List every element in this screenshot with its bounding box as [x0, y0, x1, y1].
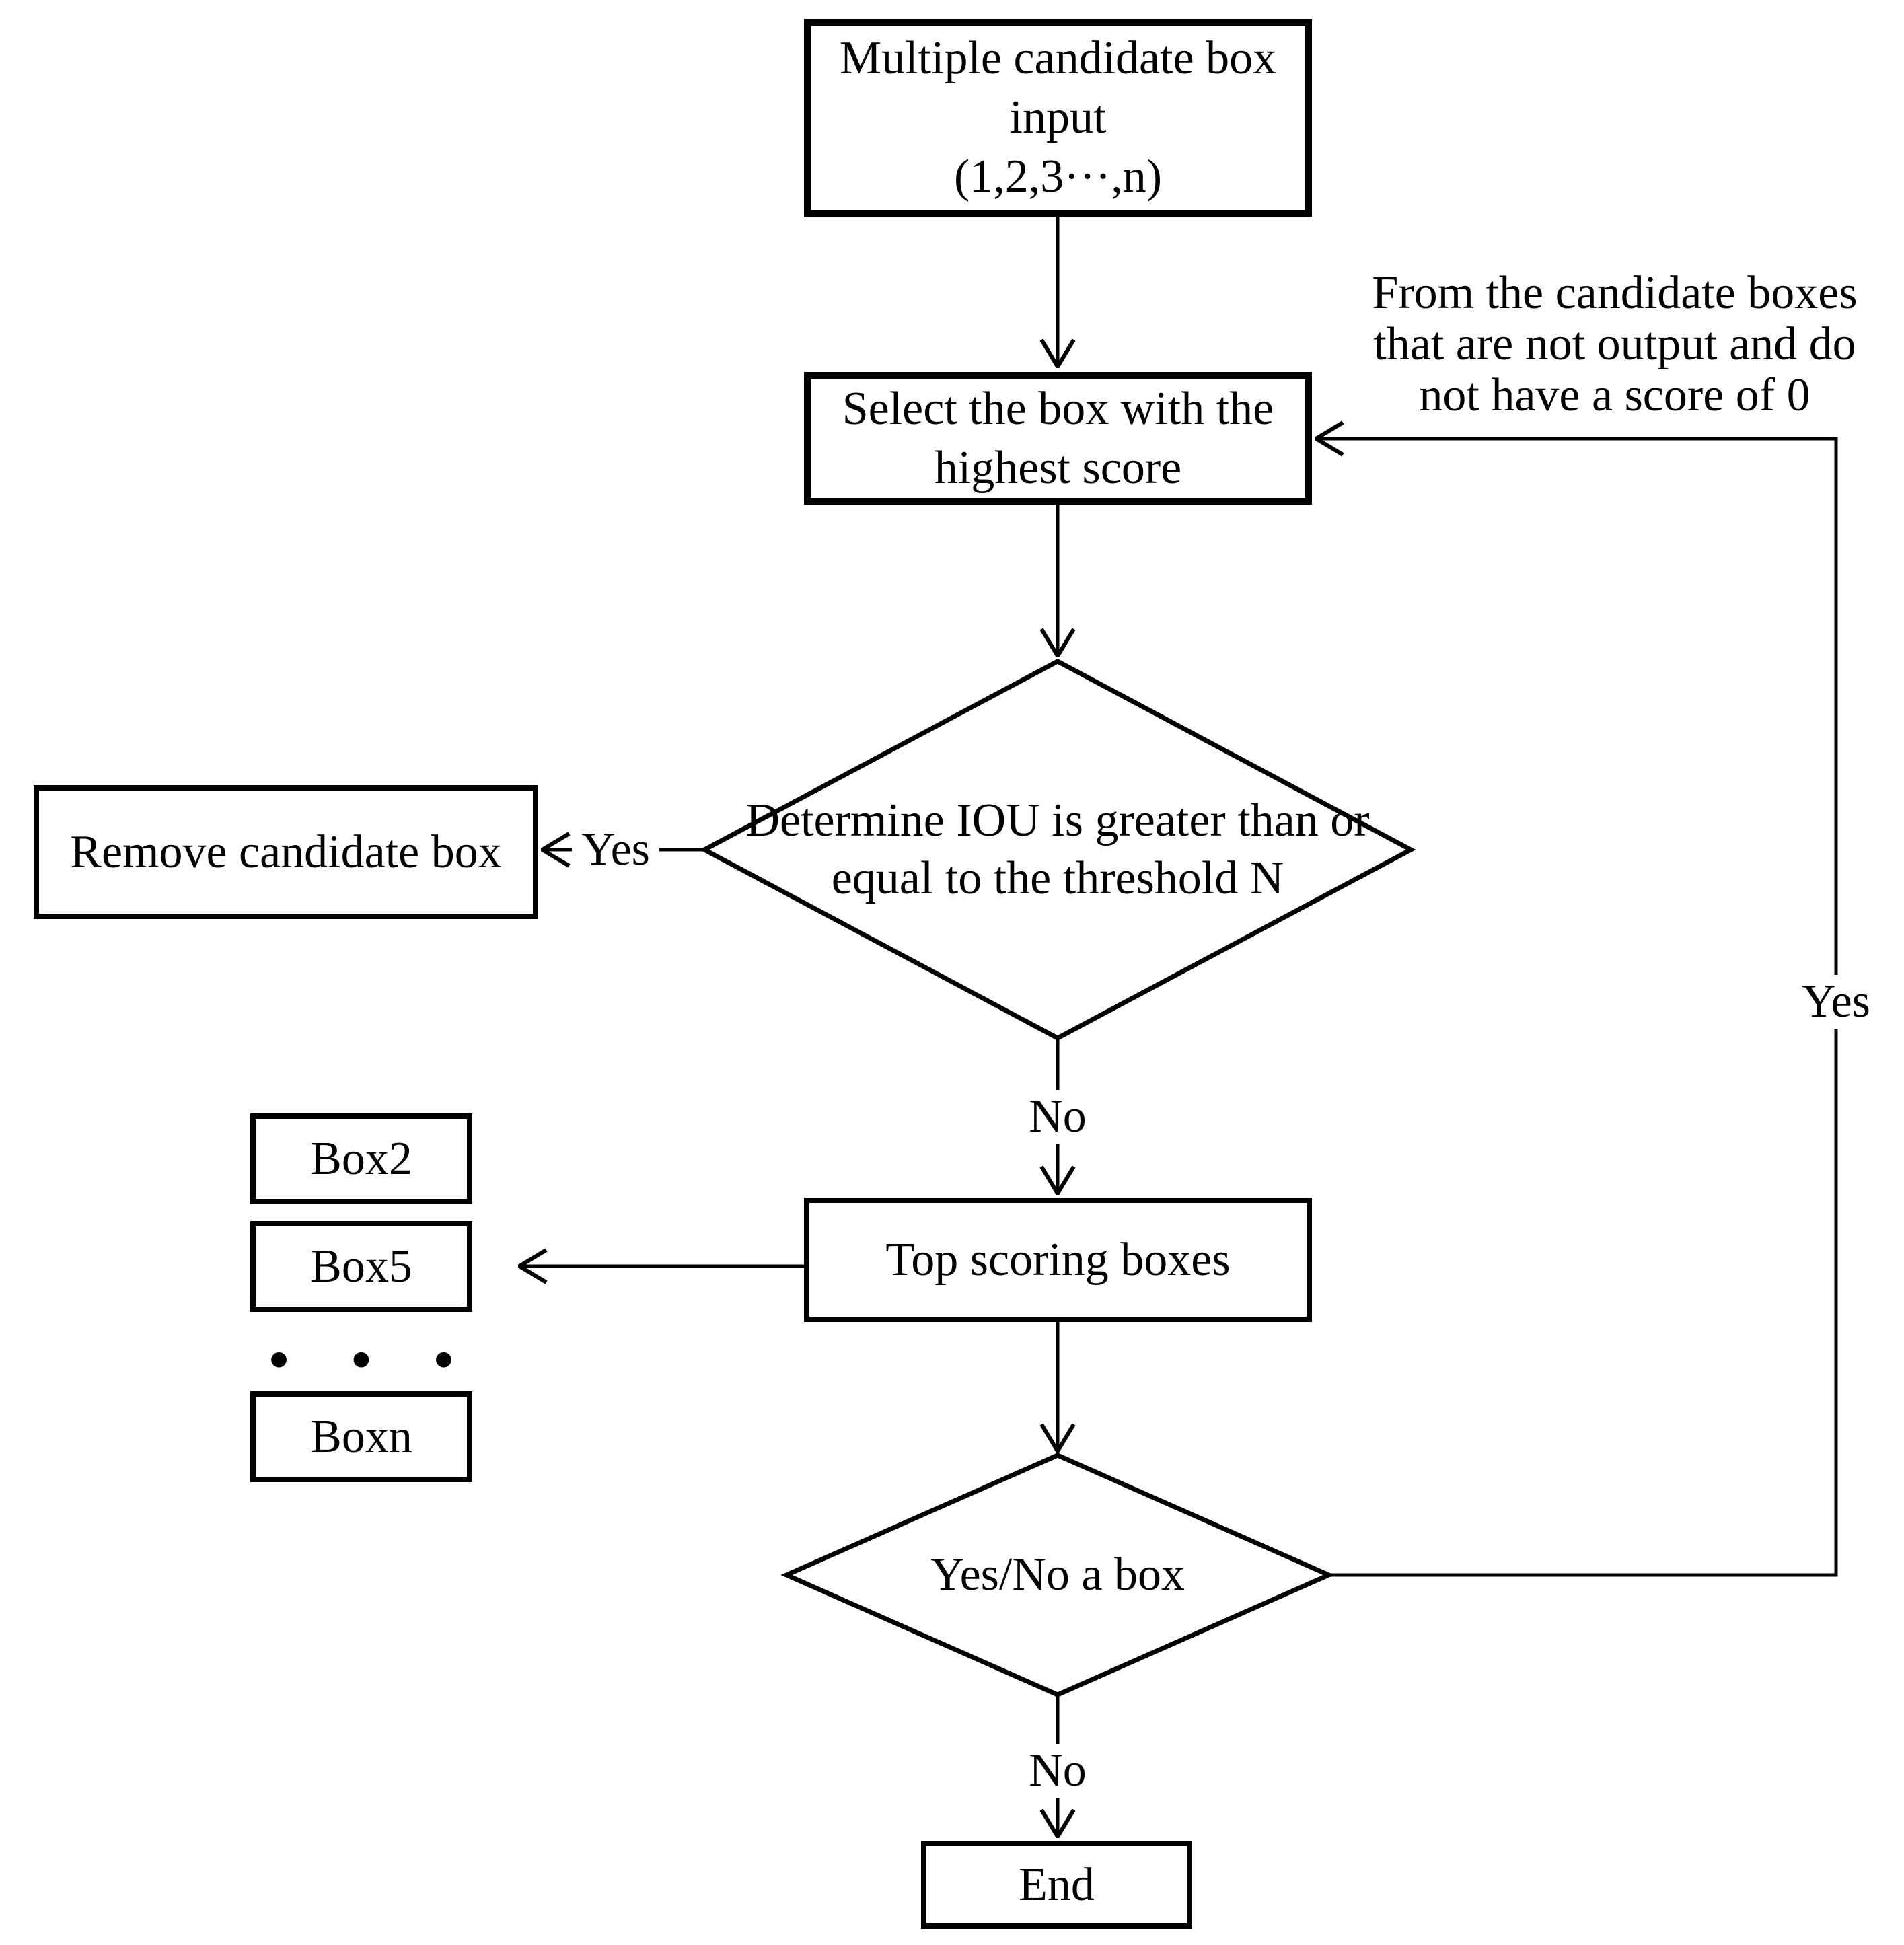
node-multiple-candidate-input-line3: (1,2,3···,n): [953, 151, 1163, 203]
loop-annotation: From the candidate boxes that are not ou…: [1372, 268, 1857, 421]
edge-label-no-end: No: [1019, 1744, 1096, 1798]
node-top-scoring-boxes-label: Top scoring boxes: [885, 1233, 1231, 1286]
arrow-yesno-yes-loop-to-select: [1316, 439, 1838, 1577]
diamond-yes-no-box-text: Yes/No a box: [930, 1549, 1185, 1601]
loop-annotation-line2: that are not output and do: [1373, 318, 1856, 370]
node-box2-label: Box2: [310, 1132, 412, 1185]
edge-label-no-top-scoring: No: [1019, 1090, 1096, 1144]
node-top-scoring-boxes: Top scoring boxes: [804, 1198, 1312, 1322]
node-boxn-label: Boxn: [310, 1410, 412, 1463]
node-select-highest-score: Select the box with the highest score: [804, 372, 1312, 505]
edge-label-yes-loop: Yes: [1792, 975, 1880, 1029]
node-box2: Box2: [250, 1113, 472, 1204]
diamond-iou-threshold-line1: Determine IOU is greater than or: [745, 795, 1370, 846]
node-multiple-candidate-input-line1: Multiple candidate box: [839, 32, 1277, 84]
node-end: End: [921, 1841, 1192, 1929]
node-multiple-candidate-input-line2: input: [1009, 91, 1107, 143]
node-box5: Box5: [250, 1221, 472, 1312]
node-box5-label: Box5: [310, 1240, 412, 1292]
node-remove-candidate-box: Remove candidate box: [34, 785, 538, 919]
loop-annotation-line3: not have a score of 0: [1419, 369, 1810, 421]
node-multiple-candidate-input: Multiple candidate box input (1,2,3···,n…: [804, 19, 1312, 217]
node-boxn: Boxn: [250, 1391, 472, 1482]
edge-label-yes-remove: Yes: [572, 823, 659, 877]
ellipsis-dots: • • •: [268, 1329, 478, 1391]
node-select-highest-score-line2: highest score: [934, 441, 1182, 494]
loop-annotation-line1: From the candidate boxes: [1372, 267, 1858, 319]
node-end-label: End: [1019, 1858, 1095, 1911]
node-remove-candidate-box-label: Remove candidate box: [70, 825, 502, 878]
diamond-iou-threshold-line2: equal to the threshold N: [831, 852, 1284, 904]
diamond-iou-threshold-text: Determine IOU is greater than or equal t…: [745, 792, 1369, 908]
node-select-highest-score-line1: Select the box with the: [842, 382, 1274, 435]
